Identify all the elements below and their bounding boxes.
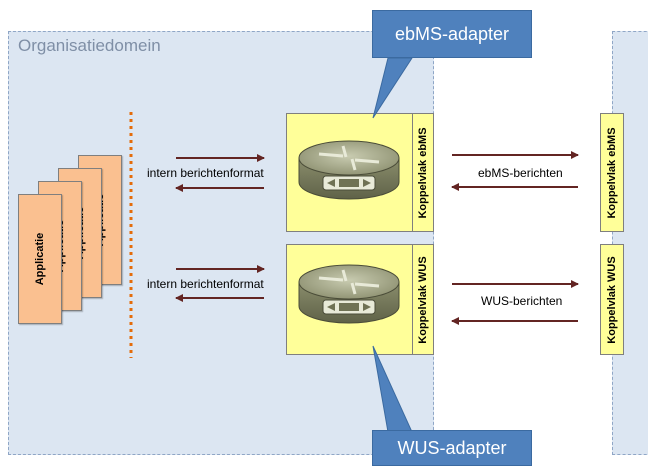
- wus-callout-pointer: [372, 345, 413, 433]
- ebms-adapter-callout-label: ebMS-adapter: [394, 23, 510, 44]
- external-ebms-interface-box: Koppelvlak ebMS: [600, 113, 624, 232]
- application-card: Applicatie: [18, 194, 62, 324]
- ebms-interface-box: Koppelvlak ebMS: [412, 113, 434, 232]
- wus-adapter-callout: WUS-adapter: [372, 430, 532, 466]
- domain-title: Organisatiedomein: [18, 36, 161, 55]
- internal-format-label-top: intern berichtenformat: [147, 166, 264, 180]
- ebms-adapter-callout: ebMS-adapter: [372, 10, 532, 58]
- ebms-callout-pointer: [372, 57, 413, 119]
- wus-interface-box: Koppelvlak WUS: [412, 244, 434, 355]
- router-icon: [298, 140, 400, 200]
- wus-adapter-callout-label: WUS-adapter: [397, 437, 507, 458]
- internal-format-label-bottom: intern berichtenformat: [147, 277, 264, 291]
- external-domain: [612, 31, 648, 455]
- ebms-messages-label: ebMS-berichten: [478, 166, 563, 180]
- router-icon: [298, 264, 400, 324]
- external-wus-interface-box: Koppelvlak WUS: [600, 244, 624, 355]
- wus-messages-label: WUS-berichten: [481, 294, 563, 308]
